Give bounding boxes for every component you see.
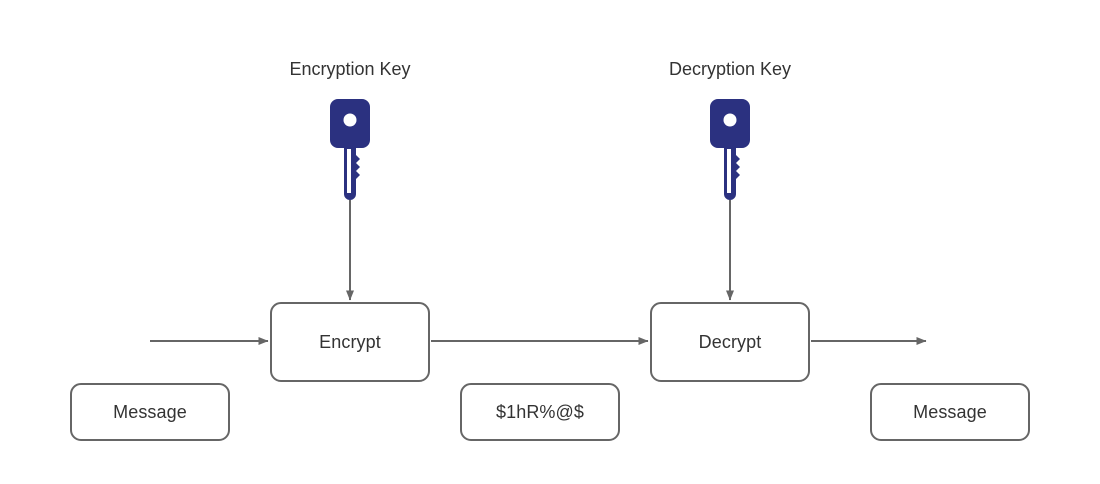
encryption-key-icon	[330, 99, 370, 200]
decrypt-node[interactable]: Decrypt	[650, 302, 810, 382]
ciphertext-node[interactable]: $1hR%@$	[460, 383, 620, 441]
encrypt-node[interactable]: Encrypt	[270, 302, 430, 382]
message-output-node[interactable]: Message	[870, 383, 1030, 441]
message-input-node[interactable]: Message	[70, 383, 230, 441]
encryption-key-label: Encryption Key	[289, 59, 411, 79]
decryption-key-label: Decryption Key	[668, 59, 792, 79]
decryption-key-icon	[710, 99, 750, 200]
